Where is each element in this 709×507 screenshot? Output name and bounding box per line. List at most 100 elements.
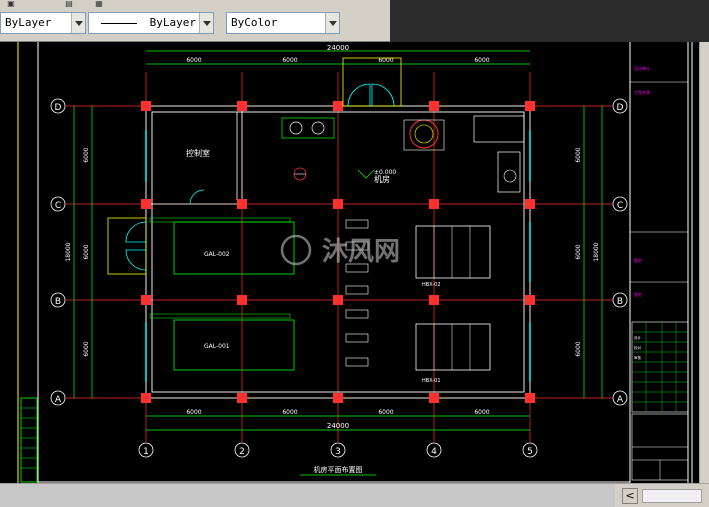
axis-bubble	[426, 442, 442, 458]
left-stamp-box	[20, 397, 38, 483]
scroll-thumb[interactable]	[642, 489, 702, 503]
axis-bubble	[138, 442, 154, 458]
axis-bubble	[50, 196, 66, 212]
title-block-label: 工程名称	[634, 89, 650, 95]
axis-bubble	[522, 442, 538, 458]
axis-label: B	[55, 297, 61, 307]
title-block-table	[631, 321, 689, 413]
overall-dimension-bottom: 24000	[327, 422, 349, 430]
color-dropdown[interactable]: ByColor	[226, 12, 340, 34]
axis-bubble	[50, 292, 66, 308]
main-door	[342, 57, 402, 107]
color-dropdown-value: ByColor	[231, 16, 278, 29]
side-overall-dimension: 18000	[65, 242, 72, 261]
axis-bubble	[330, 442, 346, 458]
elevation-marker-icon	[357, 169, 375, 179]
axis-label: C	[55, 201, 61, 211]
axis-label: 3	[335, 447, 341, 457]
axis-bubble	[612, 98, 628, 114]
axis-label: B	[617, 297, 623, 307]
toolbar: ▣ ▤ ▦ ByLayer ByLayer ByColor	[0, 0, 709, 42]
tank-unit	[403, 115, 525, 193]
vertical-scrollbar[interactable]	[699, 42, 709, 483]
title-block-label: 图名	[634, 291, 642, 297]
text-style-icon[interactable]: ▦	[95, 0, 103, 8]
bay-dimension: 6000	[186, 57, 201, 64]
toolbar-top-strip: ▣ ▤ ▦	[0, 0, 430, 8]
status-area	[0, 484, 615, 507]
windows	[145, 130, 531, 382]
drawing-canvas[interactable]: 设计单位 工程名称 图名 图名 设计 校对 审核	[0, 42, 699, 483]
overall-dimension-top: 24000	[327, 44, 349, 52]
bay-dimension: 6000	[378, 57, 393, 64]
axis-label: 2	[239, 447, 245, 457]
bay-dimension: 6000	[474, 409, 489, 416]
chevron-down-icon[interactable]	[325, 13, 339, 33]
bay-dimension: 6000	[282, 409, 297, 416]
axis-bubble	[50, 390, 66, 406]
title-block-label: 校对	[634, 345, 642, 350]
equipment-gal-002: GAL-002	[149, 217, 295, 275]
pump-unit	[281, 117, 335, 181]
elevation-label: ±0.000	[374, 169, 396, 176]
panel-label: HBX-02	[422, 282, 441, 288]
side-dimension: 6000	[83, 244, 90, 259]
plan-title: 机房平面布置图	[314, 465, 363, 474]
title-block-label: 图名	[634, 257, 642, 263]
row-axis-bubbles: D C B A D C B A	[50, 98, 628, 406]
axis-label: 5	[527, 447, 533, 457]
side-dimension: 6000	[575, 147, 582, 162]
axis-bubble	[50, 98, 66, 114]
linetype-dropdown[interactable]: ByLayer	[88, 12, 214, 34]
equipment-gal-001: GAL-001	[149, 313, 295, 371]
side-dimension: 6000	[83, 147, 90, 162]
watermark-text: 沐风网	[322, 237, 400, 267]
bay-dimension: 6000	[378, 409, 393, 416]
axis-bubble	[234, 442, 250, 458]
horizontal-scrollbar[interactable]: <	[0, 483, 709, 507]
layer-dropdown-value: ByLayer	[5, 16, 52, 29]
axis-label: 1	[143, 447, 149, 457]
dimension-lines	[73, 50, 603, 431]
layer-icon[interactable]: ▣	[7, 0, 15, 8]
title-block-label: 审核	[634, 355, 642, 360]
panel-group-lower: HBX-01	[415, 323, 491, 384]
panel-group-upper: HBX-02	[415, 225, 491, 288]
control-room-door	[189, 189, 205, 205]
cabinet-row	[345, 219, 369, 367]
properties-icon[interactable]: ▤	[65, 0, 73, 8]
equipment-label: GAL-002	[204, 251, 230, 258]
panel-label: HBX-01	[422, 378, 441, 384]
control-room-walls	[146, 106, 243, 205]
equipment-label: GAL-001	[204, 343, 230, 350]
side-overall-dimension: 18000	[593, 242, 600, 261]
axis-bubble	[612, 390, 628, 406]
side-dimension: 6000	[575, 244, 582, 259]
chevron-down-icon[interactable]	[71, 13, 85, 33]
floor-plan-drawing: 设计单位 工程名称 图名 图名 设计 校对 审核	[17, 42, 693, 483]
axis-label: D	[55, 103, 62, 113]
chevron-down-icon[interactable]	[199, 13, 213, 33]
dark-tool-panel	[390, 0, 709, 42]
machine-room-label: 机房	[374, 174, 390, 184]
title-block: 设计单位 工程名称 图名 图名 设计 校对 审核	[630, 65, 689, 481]
linetype-preview	[101, 22, 137, 24]
control-room-label: 控制室	[186, 148, 210, 158]
watermark: 沐风网	[280, 234, 400, 267]
axis-label: 4	[431, 447, 437, 457]
scroll-left-button[interactable]: <	[622, 488, 638, 504]
axis-bubble	[612, 196, 628, 212]
watermark-logo-icon	[280, 234, 312, 266]
layer-dropdown[interactable]: ByLayer	[0, 12, 86, 34]
bay-dimension: 6000	[186, 409, 201, 416]
bay-dimension: 6000	[282, 57, 297, 64]
axis-label: C	[617, 201, 623, 211]
axis-label: A	[55, 395, 62, 405]
side-dimension: 6000	[83, 341, 90, 356]
left-stamp-lines	[21, 407, 37, 469]
column-axis-bubbles: 1 2 3 4 5	[138, 442, 538, 458]
side-door	[107, 217, 147, 275]
side-dimension: 6000	[575, 341, 582, 356]
bay-dimension: 6000	[474, 57, 489, 64]
title-block-label: 设计单位	[634, 65, 650, 71]
